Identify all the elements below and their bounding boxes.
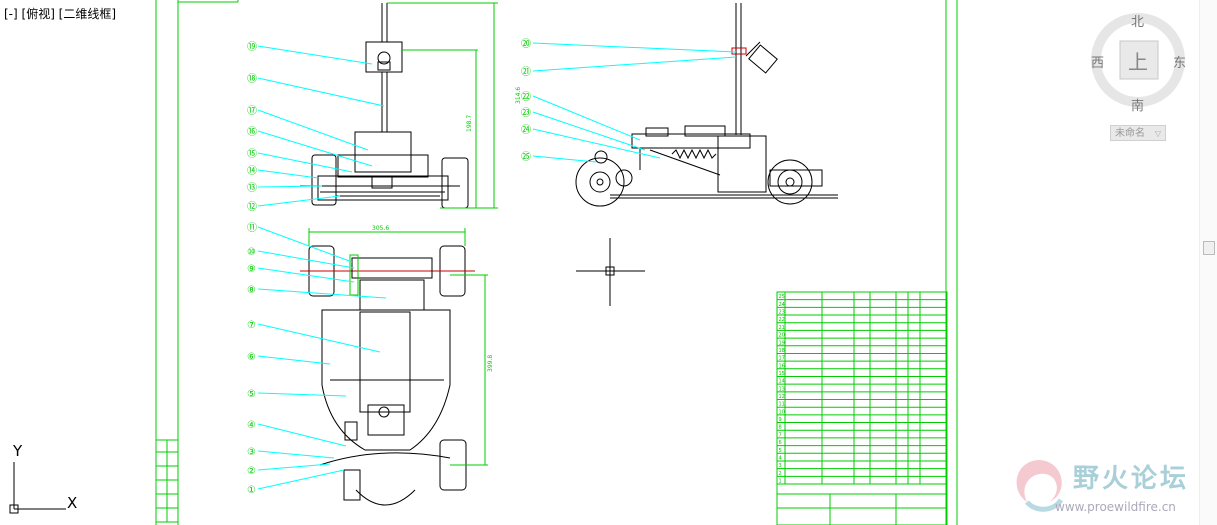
vertical-scrollbar[interactable] (1199, 0, 1217, 525)
dim-top-width: 305.6 (372, 225, 389, 232)
bom-table (776, 291, 948, 525)
balloon-8: ⑧ (247, 285, 256, 296)
bom-row-number: 4 (779, 455, 782, 461)
named-view-dropdown[interactable]: 未命名 ▽ (1110, 125, 1166, 141)
balloon-2: ② (247, 466, 256, 477)
balloon-17: ⑰ (247, 105, 257, 117)
bom-row-number: 1 (779, 479, 782, 485)
named-view-label: 未命名 (1115, 128, 1145, 139)
bom-row-number: 19 (779, 340, 785, 346)
viewcube-east[interactable]: 东 (1173, 56, 1187, 71)
watermark-url: www.proewildfire.cn (1055, 500, 1176, 514)
top-view (300, 245, 475, 506)
viewcube-west[interactable]: 西 (1091, 56, 1105, 71)
balloon-9: ⑨ (247, 264, 256, 275)
scroll-thumb[interactable] (1203, 241, 1215, 255)
bom-row-number: 6 (779, 440, 782, 446)
bom-row-number: 2 (779, 471, 782, 477)
bom-row-number: 16 (779, 363, 785, 369)
balloon-19: ⑲ (247, 41, 257, 53)
bom-row-number: 22 (779, 317, 785, 323)
bom-row-number: 25 (779, 294, 785, 300)
viewcube-top-face[interactable]: 上 (1128, 50, 1148, 74)
bom-row-number: 7 (779, 432, 782, 438)
bom-row-number: 17 (779, 356, 785, 362)
watermark-logo-icon (1016, 460, 1064, 512)
bom-row-number: 18 (779, 348, 785, 354)
dim-top-length: 399.8 (487, 355, 494, 372)
bom-row-number: 20 (779, 333, 785, 339)
balloon-24: ㉔ (521, 124, 531, 136)
ucs-y-label: Y (12, 442, 23, 460)
bom-row-number: 9 (779, 417, 782, 423)
bom-row-number: 23 (779, 310, 785, 316)
balloon-10: ⑩ (247, 247, 256, 258)
chevron-down-icon: ▽ (1154, 129, 1161, 138)
balloon-20: ⑳ (521, 38, 531, 50)
balloon-13: ⑬ (247, 182, 257, 194)
viewport-label[interactable]: [-] [俯视] [二维线框] (4, 7, 117, 21)
bom-row-number: 3 (779, 463, 782, 469)
dim-front-sub: 198.7 (466, 115, 473, 132)
front-view (300, 3, 469, 209)
balloon-5: ⑤ (247, 389, 256, 400)
balloon-23: ㉓ (521, 107, 531, 119)
dim-front-height: 314.6 (515, 87, 522, 104)
viewcube-south[interactable]: 南 (1131, 99, 1145, 114)
balloon-14: ⑭ (247, 165, 257, 177)
bom-row-number: 12 (779, 394, 785, 400)
balloon-16: ⑯ (247, 126, 257, 138)
balloon-1: ① (247, 485, 256, 496)
balloon-18: ⑱ (247, 73, 257, 85)
viewcube[interactable]: 北 南 东 西 上 未命名 ▽ (1086, 8, 1194, 148)
ucs-x-label: X (67, 494, 77, 512)
bom-row-number: 15 (779, 371, 785, 377)
viewcube-north[interactable]: 北 (1131, 15, 1145, 30)
watermark: 野火论坛 www.proewildfire.cn (1005, 450, 1205, 522)
balloon-11: ⑪ (247, 222, 257, 234)
balloon-22: ㉒ (521, 91, 531, 103)
balloon-12: ⑫ (247, 201, 257, 213)
bom-row-number: 8 (779, 425, 782, 431)
bom-row-number: 11 (779, 402, 785, 408)
balloon-25: ㉕ (521, 151, 531, 163)
balloon-7: ⑦ (247, 320, 256, 331)
bom-row-number: 24 (779, 302, 785, 308)
balloon-3: ③ (247, 447, 256, 458)
balloon-4: ④ (247, 420, 256, 431)
balloon-15: ⑮ (247, 148, 257, 160)
ucs-icon (9, 462, 66, 514)
bom-row-number: 21 (779, 325, 785, 331)
bom-row-number: 5 (779, 448, 782, 454)
crosshair-cursor (576, 238, 645, 306)
bom-row-number: 13 (779, 386, 785, 392)
side-view (575, 3, 838, 207)
balloon-6: ⑥ (247, 352, 256, 363)
watermark-title: 野火论坛 (1073, 464, 1190, 494)
balloon-21: ㉑ (521, 66, 531, 78)
bom-row-number: 14 (779, 379, 785, 385)
bom-row-number: 10 (779, 409, 785, 415)
